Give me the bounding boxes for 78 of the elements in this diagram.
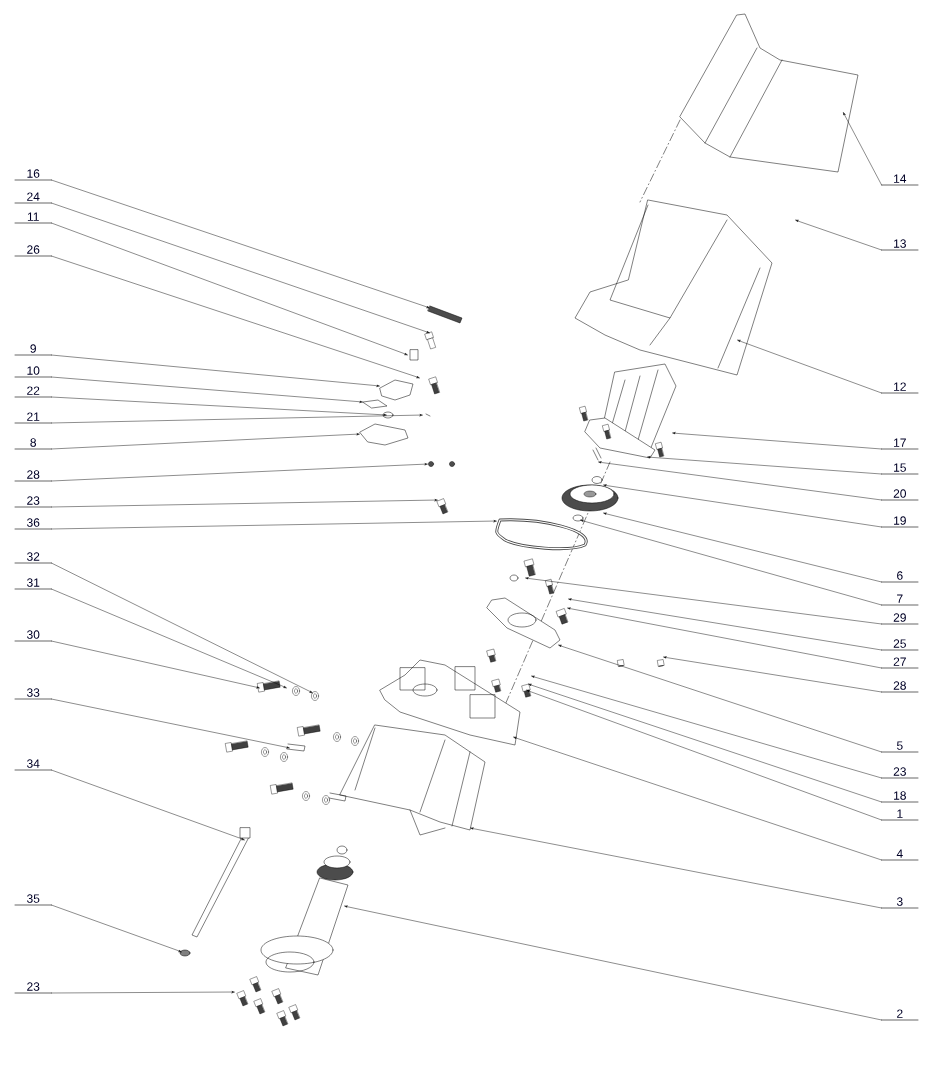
- leader-line: [344, 905, 882, 1021]
- callout-number: 14: [881, 174, 919, 186]
- leader-line: [51, 376, 363, 403]
- callout-number: 21: [14, 412, 52, 424]
- leader-line: [51, 414, 423, 424]
- callout-number: 3: [881, 897, 919, 909]
- leader-line: [51, 562, 313, 693]
- callout-number: 22: [14, 386, 52, 398]
- callout-number: 30: [14, 630, 52, 642]
- leader-line: [51, 769, 245, 840]
- leader-line: [663, 656, 882, 693]
- leader-line: [558, 645, 882, 753]
- callout-number: 8: [14, 438, 52, 450]
- leader-line: [843, 112, 882, 186]
- callout-number: 7: [881, 594, 919, 606]
- leader-line: [470, 827, 882, 909]
- leader-line: [51, 255, 420, 378]
- leader-line: [51, 698, 290, 749]
- callout-number: 28: [881, 681, 919, 693]
- leader-line: [795, 220, 882, 251]
- leader-line: [51, 904, 182, 952]
- callout-number: 25: [881, 639, 919, 651]
- leader-line: [51, 499, 438, 508]
- leader-line: [737, 340, 882, 394]
- callout-number: 27: [881, 657, 919, 669]
- callout-number: 9: [14, 344, 52, 356]
- leader-line: [51, 222, 408, 355]
- callout-number: 28: [14, 470, 52, 482]
- callout-number: 15: [881, 463, 919, 475]
- callout-number: 16: [14, 169, 52, 181]
- leader-line: [531, 675, 882, 779]
- callout-number: 23: [14, 496, 52, 508]
- callout-number: 5: [881, 741, 919, 753]
- callout-number: 35: [14, 894, 52, 906]
- callout-number: 13: [881, 239, 919, 251]
- callout-number: 10: [14, 366, 52, 378]
- leader-line: [603, 512, 882, 583]
- leader-line: [51, 463, 428, 482]
- leader-line: [51, 520, 497, 530]
- leader-line: [513, 737, 882, 861]
- callout-number: 34: [14, 759, 52, 771]
- callout-number: 36: [14, 518, 52, 530]
- leader-line: [51, 179, 430, 308]
- callout-number: 31: [14, 578, 52, 590]
- leader-line: [51, 202, 430, 333]
- leader-line: [603, 484, 882, 528]
- leader-line: [51, 991, 235, 994]
- callout-number: 33: [14, 688, 52, 700]
- callout-number: 29: [881, 613, 919, 625]
- leader-line: [51, 640, 260, 689]
- callout-number: 18: [881, 791, 919, 803]
- leader-line: [672, 432, 882, 450]
- callout-number: 23: [881, 767, 919, 779]
- callout-number: 26: [14, 245, 52, 257]
- callout-number: 19: [881, 516, 919, 528]
- callout-number: 20: [881, 489, 919, 501]
- callout-number: 32: [14, 552, 52, 564]
- leader-line: [51, 396, 387, 416]
- leader-line: [526, 690, 882, 821]
- leader-line: [51, 354, 380, 387]
- leader-line: [580, 519, 882, 606]
- leader-line: [598, 461, 882, 501]
- callout-number: 12: [881, 382, 919, 394]
- leader-line: [525, 577, 882, 625]
- leader-line: [51, 433, 360, 450]
- leader-line: [567, 607, 882, 669]
- callout-number: 23: [14, 982, 52, 994]
- leader-line: [647, 456, 882, 475]
- callout-number: 17: [881, 438, 919, 450]
- leader-line: [51, 588, 287, 688]
- callout-number: 1: [881, 809, 919, 821]
- callout-number: 2: [881, 1009, 919, 1021]
- callout-number: 11: [14, 212, 52, 224]
- callout-number: 24: [14, 192, 52, 204]
- leader-line: [528, 684, 882, 803]
- callout-number: 4: [881, 849, 919, 861]
- leader-line: [568, 598, 882, 651]
- callout-number: 6: [881, 571, 919, 583]
